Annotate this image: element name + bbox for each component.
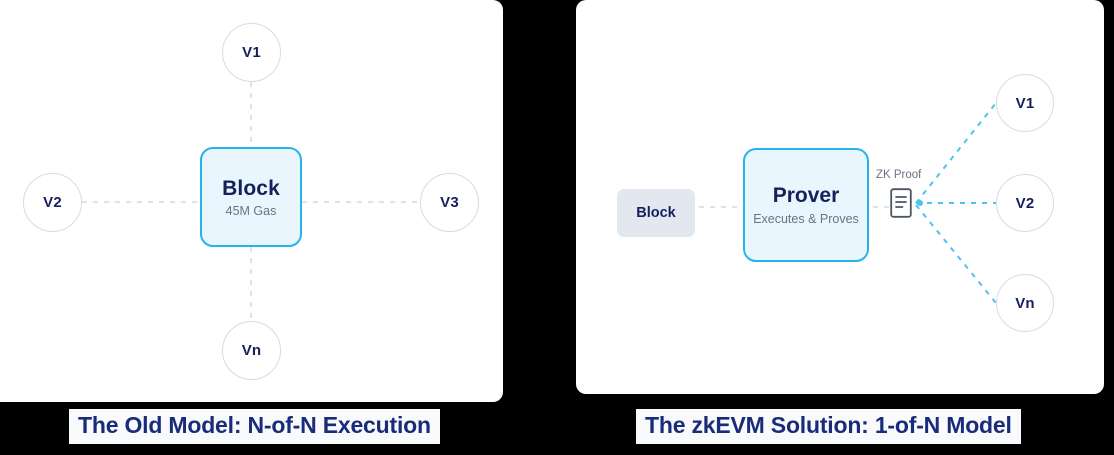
validator-node-right-v2[interactable]: V2 [996,174,1054,232]
validator-label-right-vn: Vn [1015,294,1035,312]
block-node[interactable]: Block 45M Gas [200,147,302,247]
validator-node-right-vn[interactable]: Vn [996,274,1054,332]
validator-label-v3: V3 [440,194,459,211]
edge-proof-v1 [915,102,997,204]
document-icon [890,188,912,218]
validator-node-right-v1[interactable]: V1 [996,74,1054,132]
right-diagram-canvas [576,0,1104,394]
validator-node-v3[interactable]: V3 [420,173,479,232]
validator-node-vn[interactable]: Vn [222,321,281,380]
validator-node-v1[interactable]: V1 [222,23,281,82]
prover-node-title: Prover [772,184,840,207]
caption-right: The zkEVM Solution: 1-of-N Model [636,409,1021,444]
input-block-label: Block [636,205,676,221]
caption-left-text: The Old Model: N-of-N Execution [78,412,431,438]
validator-label-v1: V1 [242,44,261,61]
prover-node-subtitle: Executes & Proves [753,212,859,226]
input-block-node[interactable]: Block [617,189,695,237]
block-node-title: Block [222,176,280,200]
block-node-subtitle: 45M Gas [225,203,277,218]
edge-proof-vn [915,204,997,304]
panel-old-model: Block 45M Gas V1 V2 V3 Vn [0,0,503,402]
validator-label-right-v2: V2 [1015,194,1035,212]
panel-zkevm-solution: Block Prover Executes & Proves ZK Proof … [576,0,1104,394]
validator-node-v2[interactable]: V2 [23,173,82,232]
zk-proof-label: ZK Proof [876,169,922,181]
validator-label-v2: V2 [43,194,62,211]
prover-node[interactable]: Prover Executes & Proves [743,148,869,262]
left-connectors [82,82,420,321]
left-diagram-canvas [0,0,503,402]
validator-label-right-v1: V1 [1015,94,1035,112]
validator-label-vn: Vn [241,342,262,359]
right-connectors [699,102,997,304]
caption-left: The Old Model: N-of-N Execution [69,409,440,444]
caption-right-text: The zkEVM Solution: 1-of-N Model [645,412,1012,438]
